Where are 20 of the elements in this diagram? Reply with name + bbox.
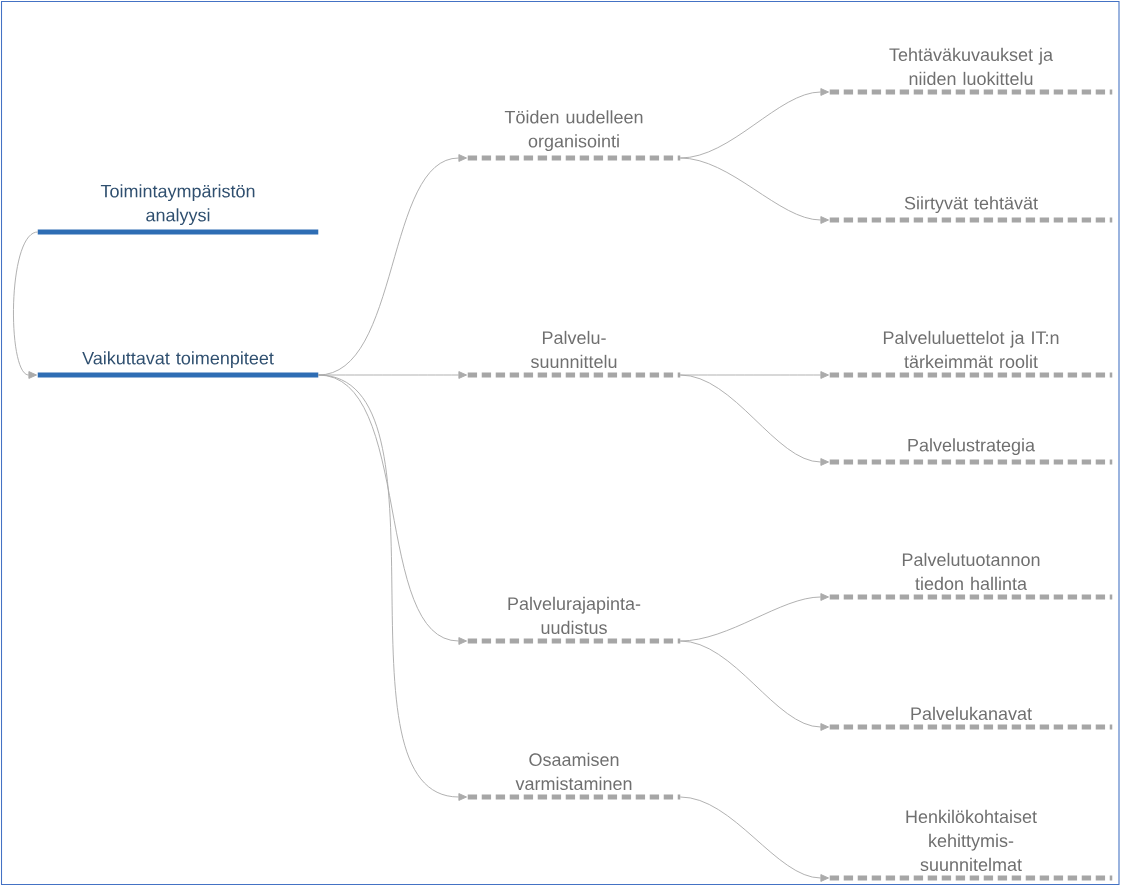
topic-heading: Henkilökohtaiset kehittymis-suunnitelmat: [829, 809, 1113, 881]
arrow: [679, 88, 829, 159]
topic-heading: Tehtäväkuvaukset ja niiden luokittelu: [829, 47, 1113, 95]
arrow: [679, 374, 829, 466]
topic-heading: Palvelutuotannon tiedon hallinta: [829, 552, 1113, 600]
arrow: [679, 157, 829, 224]
topic-heading: Palvelustrategia: [829, 438, 1113, 465]
topic-heading: Vaikuttavat toimenpiteet: [37, 351, 319, 378]
topic-heading: Osaamisen varmistaminen: [467, 752, 681, 800]
arrow: [679, 640, 829, 731]
topic-heading: Töiden uudelleen organisointi: [467, 110, 681, 161]
arrow: [13, 231, 39, 379]
topic-heading: Palveluluettelot ja IT:n tärkeimmät roolit: [829, 330, 1113, 378]
arrow: [317, 374, 468, 801]
topic-heading: Palvelu-suunnittelu: [467, 330, 681, 378]
topic-heading: Siirtyvät tehtävät: [829, 196, 1113, 223]
topic-heading: Palvelukanavat: [829, 706, 1113, 730]
topic-heading: Palvelurajapinta-uudistus: [467, 596, 681, 644]
topic-heading: Toimintaympäristön analyysi: [37, 184, 319, 235]
arrow: [679, 796, 829, 882]
